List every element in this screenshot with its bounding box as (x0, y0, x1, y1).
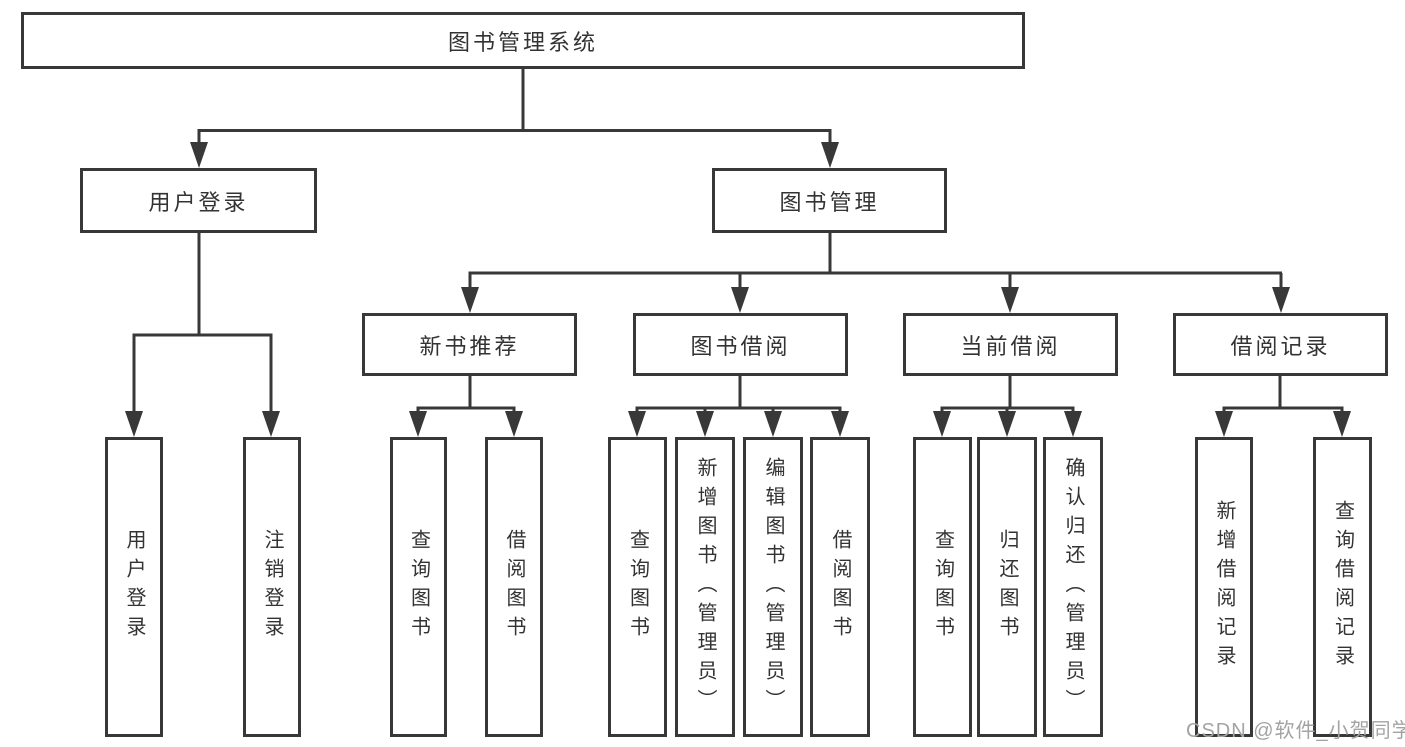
node-current-borrow-label: 当前借阅 (960, 333, 1061, 359)
node-leaf-bb-borrow-books-label: 借阅图书 (829, 529, 851, 645)
node-book-management-label: 图书管理 (779, 189, 880, 215)
arrowhead-icon (933, 411, 951, 437)
node-leaf-br-add-record: 新增借阅记录 (1195, 437, 1253, 737)
node-borrow-records-label: 借阅记录 (1230, 333, 1331, 359)
node-book-borrow-label: 图书借阅 (690, 333, 791, 359)
arrowhead-icon (1215, 411, 1233, 437)
arrowhead-icon (696, 411, 714, 437)
node-new-book-recommend: 新书推荐 (362, 313, 577, 376)
connector-user-login-branch (125, 233, 280, 437)
node-leaf-bb-add-books: 新增图书（管理员） (675, 437, 735, 737)
connector-new-book-recommend-branch (409, 376, 523, 437)
connector-book-management-branch (461, 233, 1290, 313)
arrowhead-icon (409, 411, 427, 437)
connector-current-borrow-branch (933, 376, 1082, 437)
node-leaf-cb-query-books-label: 查询图书 (931, 529, 954, 645)
node-leaf-bb-query-books-label: 查询图书 (626, 529, 649, 645)
arrowhead-icon (1001, 287, 1019, 313)
node-root: 图书管理系统 (21, 12, 1025, 69)
node-leaf-cb-return-books: 归还图书 (977, 437, 1037, 737)
node-leaf-cb-confirm-return: 确认归还（管理员） (1043, 437, 1103, 737)
node-leaf-bb-edit-books: 编辑图书（管理员） (743, 437, 803, 737)
connector-borrow-records-branch (1215, 376, 1351, 437)
node-leaf-bb-add-books-label: 新增图书（管理员） (694, 456, 716, 718)
node-leaf-logout-label: 注销登录 (261, 529, 283, 645)
node-leaf-user-login-label: 用户登录 (123, 529, 145, 645)
node-leaf-nbr-borrow-books: 借阅图书 (485, 437, 543, 737)
connector-root-to-level2 (190, 69, 839, 168)
node-leaf-logout: 注销登录 (243, 437, 301, 737)
arrowhead-icon (262, 411, 280, 437)
node-leaf-br-query-record-label: 查询借阅记录 (1331, 500, 1354, 674)
arrowhead-icon (125, 411, 143, 437)
node-user-login: 用户登录 (80, 168, 317, 233)
node-leaf-br-add-record-label: 新增借阅记录 (1213, 500, 1235, 674)
node-borrow-records: 借阅记录 (1173, 313, 1388, 376)
node-leaf-bb-query-books: 查询图书 (608, 437, 667, 737)
node-leaf-cb-confirm-return-label: 确认归还（管理员） (1062, 456, 1084, 718)
watermark: CSDN @软件_小贺同学 (1186, 720, 1405, 742)
node-book-borrow: 图书借阅 (633, 313, 848, 376)
node-leaf-nbr-query-books: 查询图书 (390, 437, 447, 737)
arrowhead-icon (505, 411, 523, 437)
arrowhead-icon (1064, 411, 1082, 437)
node-current-borrow: 当前借阅 (903, 313, 1118, 376)
node-leaf-nbr-query-books-label: 查询图书 (407, 529, 430, 645)
node-leaf-nbr-borrow-books-label: 借阅图书 (503, 529, 525, 645)
node-leaf-br-query-record: 查询借阅记录 (1313, 437, 1372, 737)
connector-book-borrow-branch (628, 376, 849, 437)
arrowhead-icon (1272, 287, 1290, 313)
node-new-book-recommend-label: 新书推荐 (419, 333, 520, 359)
node-user-login-label: 用户登录 (148, 189, 249, 215)
node-leaf-bb-edit-books-label: 编辑图书（管理员） (762, 456, 784, 718)
node-leaf-cb-return-books-label: 归还图书 (996, 529, 1018, 645)
arrowhead-icon (998, 411, 1016, 437)
node-book-management: 图书管理 (712, 168, 947, 233)
arrowhead-icon (764, 411, 782, 437)
arrowhead-icon (821, 142, 839, 168)
arrowhead-icon (190, 142, 208, 168)
node-root-label: 图书管理系统 (447, 29, 598, 55)
node-leaf-user-login: 用户登录 (105, 437, 163, 737)
node-leaf-cb-query-books: 查询图书 (913, 437, 972, 737)
arrowhead-icon (461, 287, 479, 313)
node-leaf-bb-borrow-books: 借阅图书 (810, 437, 870, 737)
arrowhead-icon (628, 411, 646, 437)
arrowhead-icon (831, 411, 849, 437)
arrowhead-icon (1333, 411, 1351, 437)
arrowhead-icon (731, 287, 749, 313)
